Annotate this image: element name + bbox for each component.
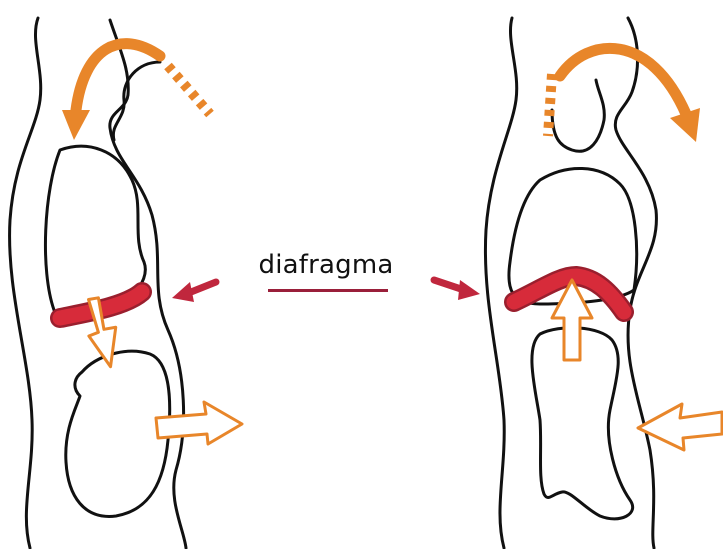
diaphragm-label-underline [268, 289, 388, 292]
right-abdomen-organ [532, 328, 633, 519]
left-pointer-arrow-icon [172, 282, 216, 302]
right-airway [552, 80, 604, 151]
left-curved-arrow-head-icon [62, 110, 90, 140]
left-curved-arrow-icon [76, 44, 160, 110]
right-left-arrow-icon [638, 404, 722, 450]
right-curved-arrow-icon [560, 48, 686, 114]
right-pointer-arrow-icon [434, 280, 480, 300]
left-dashed-airflow-icon [168, 66, 210, 114]
left-body [10, 18, 186, 548]
right-dashed-airflow-icon [548, 74, 552, 136]
left-back-contour [10, 18, 41, 548]
right-curved-arrow-head-icon [670, 108, 700, 142]
left-airway [113, 62, 160, 140]
diaphragm-label: diafragma [246, 250, 406, 280]
left-abdomen-organ [66, 351, 170, 516]
